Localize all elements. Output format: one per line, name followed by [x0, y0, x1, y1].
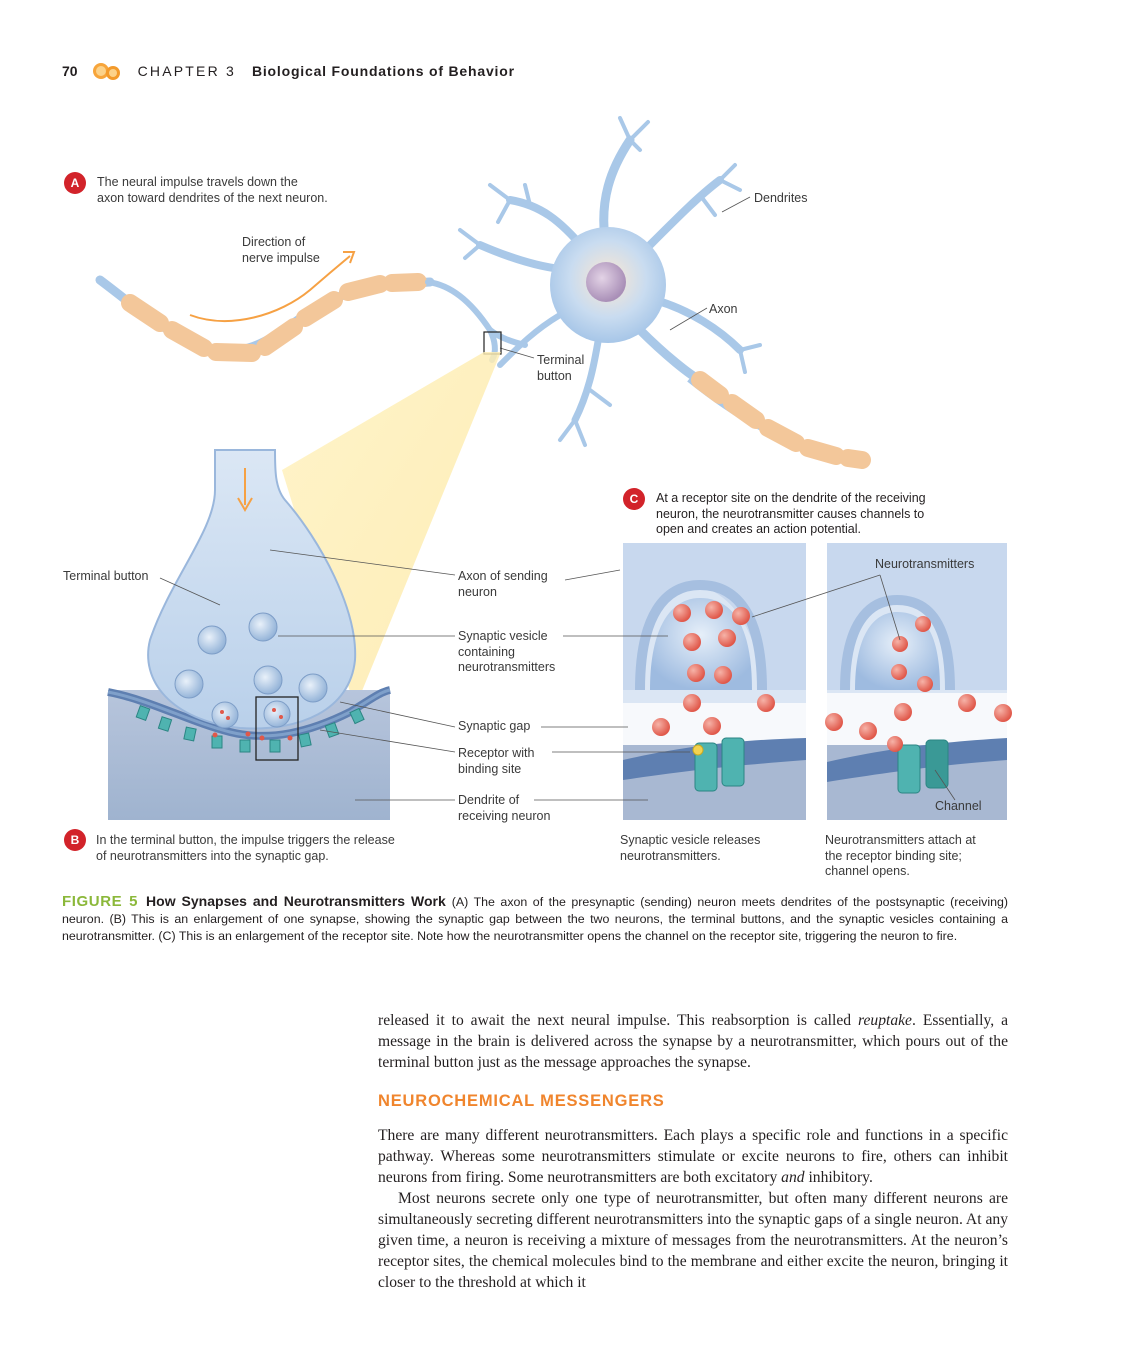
direction-label: Direction of nerve impulse	[242, 235, 320, 265]
vesicle-label: Synaptic vesicle containing neurotransmi…	[458, 629, 556, 674]
section-heading: NEUROCHEMICAL MESSENGERS	[378, 1092, 665, 1110]
synapse-figure	[95, 116, 1012, 820]
channel-label: Channel	[935, 799, 982, 813]
body-paragraph-3: Most neurons secrete only one type of ne…	[378, 1190, 1008, 1291]
part-c-left-caption: Synaptic vesicle releases neurotransmitt…	[620, 833, 761, 863]
neurotransmitters-label: Neurotransmitters	[875, 557, 975, 571]
synaptic-gap-label: Synaptic gap	[458, 719, 531, 733]
badge-b: B	[64, 829, 86, 851]
figure-caption: FIGURE 5 How Synapses and Neurotransmitte…	[62, 893, 1008, 945]
body-paragraph-1: released it to await the next neural imp…	[378, 1012, 1008, 1071]
axon-sending-label: Axon of sending neuron	[458, 569, 548, 599]
receptor-label: Receptor with binding site	[458, 746, 535, 776]
figure-title: How Synapses and Neurotransmitters Work	[146, 893, 446, 909]
part-a-description: The neural impulse travels down the axon…	[97, 175, 328, 205]
body-section: There are many different neurotransmitte…	[378, 1125, 1008, 1293]
body-paragraph-2: There are many different neurotransmitte…	[378, 1127, 1008, 1186]
dendrites-label: Dendrites	[754, 191, 808, 205]
axon-label: Axon	[709, 302, 738, 316]
running-header: 70 CHAPTER 3 Biological Foundations of B…	[62, 60, 515, 82]
chapter-label: CHAPTER 3	[137, 63, 236, 79]
part-b-description: In the terminal button, the impulse trig…	[96, 833, 395, 863]
dendrite-label: Dendrite of receiving neuron	[458, 793, 551, 823]
chapter-title: Biological Foundations of Behavior	[251, 63, 515, 79]
orange-slices-icon	[92, 63, 120, 80]
figure-number: FIGURE 5	[62, 893, 139, 910]
terminal-button-label-a: Terminal button	[537, 353, 585, 383]
badge-c: C	[623, 488, 645, 510]
reuptake-term: reuptake	[858, 1012, 912, 1029]
part-c-right-caption: Neurotransmitters attach at the receptor…	[825, 833, 976, 878]
badge-a: A	[64, 172, 86, 194]
page-number: 70	[62, 63, 78, 79]
figure-caption-text: (A) The axon of the presynaptic (sending…	[62, 895, 1008, 943]
part-c-description: At a receptor site on the dendrite of th…	[656, 491, 926, 536]
terminal-button-label-b: Terminal button	[63, 569, 149, 583]
